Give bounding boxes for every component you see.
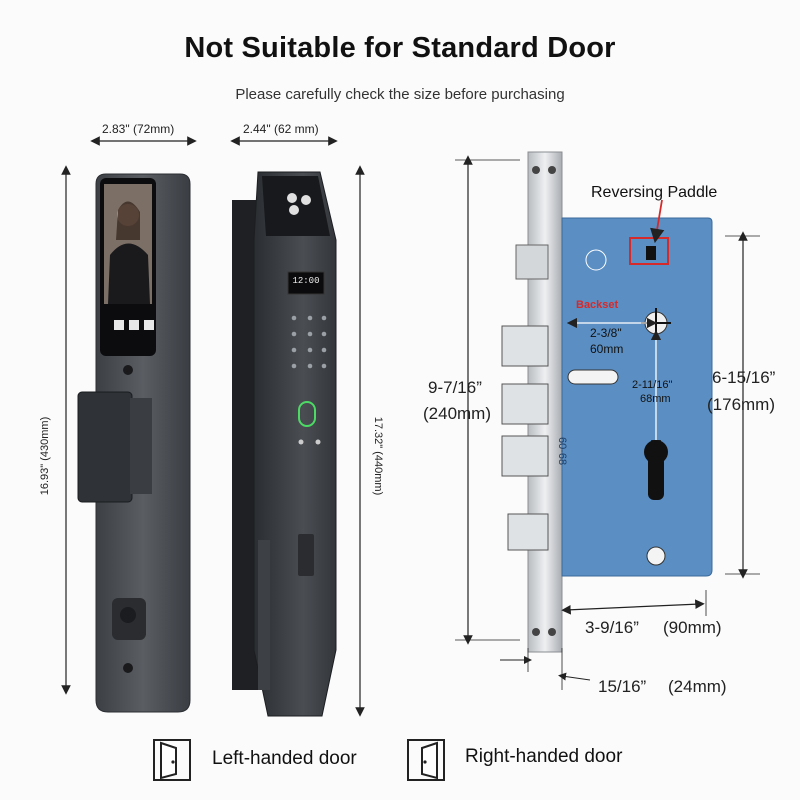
front-handle xyxy=(77,391,133,503)
depth-arrow xyxy=(561,599,705,615)
side-lock xyxy=(230,136,365,717)
reversing-paddle-label: Reversing Paddle xyxy=(591,184,718,201)
keypad xyxy=(291,315,327,369)
fingerprint-sensor xyxy=(298,401,316,427)
mortise-case xyxy=(561,217,713,577)
backset-text: Backset xyxy=(576,299,619,311)
faceplate-mm: (24mm) xyxy=(668,677,727,696)
reversing-paddle-marker xyxy=(629,237,669,265)
screen-button-3 xyxy=(144,320,154,330)
bottom-hole xyxy=(123,663,133,673)
front-width-label: 2.83" (72mm) xyxy=(102,122,175,136)
side-lock-body xyxy=(253,171,337,717)
latch-bottom xyxy=(507,513,549,551)
reversing-paddle-pointer xyxy=(650,199,665,244)
sensor-2 xyxy=(289,205,299,215)
deadbolt-1 xyxy=(501,325,549,367)
center-distance-mm: 68mm xyxy=(640,393,671,405)
backset-mm: 60mm xyxy=(590,342,624,356)
sensor-3 xyxy=(301,195,311,205)
faceplate-inch: 15/16” xyxy=(598,677,647,696)
deadbolt-3 xyxy=(501,435,549,477)
side-width-label: 2.44" (62 mm) xyxy=(243,122,319,136)
mortise-lock xyxy=(455,151,760,690)
right-height-inch: 6-15/16” xyxy=(712,368,776,387)
side-screen xyxy=(287,271,325,295)
backset-value: 2-3/8" xyxy=(590,326,622,340)
screen-button-2 xyxy=(129,320,139,330)
latch-top xyxy=(515,244,549,280)
center-distance-value: 2-11/16" xyxy=(632,379,673,391)
model-code: 60-68 xyxy=(556,437,568,466)
side-screen-time: 12:00 xyxy=(292,276,320,286)
front-lock xyxy=(61,136,197,713)
left-height-mm: (240mm) xyxy=(423,404,492,423)
camera-dot xyxy=(123,365,133,375)
side-slot xyxy=(298,534,314,576)
depth-inch: 3-9/16” xyxy=(585,618,639,637)
side-height-label: 17.32" (440mm) xyxy=(372,416,384,496)
person-body xyxy=(108,243,150,304)
sensor-1 xyxy=(287,193,297,203)
left-door-icon xyxy=(153,739,191,781)
right-height-mm: (176mm) xyxy=(707,395,776,414)
front-height-label: 16.93" (430mm) xyxy=(39,416,51,496)
deadbolt-2 xyxy=(501,383,549,425)
side-handle xyxy=(258,540,270,690)
left-height-inch: 9-7/16” xyxy=(428,378,482,397)
screen-button-1 xyxy=(114,320,124,330)
depth-mm: (90mm) xyxy=(663,618,722,637)
page-title: Not Suitable for Standard Door xyxy=(184,32,616,64)
right-door-icon xyxy=(407,739,445,781)
legend-right-door: Right-handed door xyxy=(465,746,623,767)
page-subtitle: Please carefully check the size before p… xyxy=(235,86,565,103)
legend-left-door: Left-handed door xyxy=(212,748,357,769)
